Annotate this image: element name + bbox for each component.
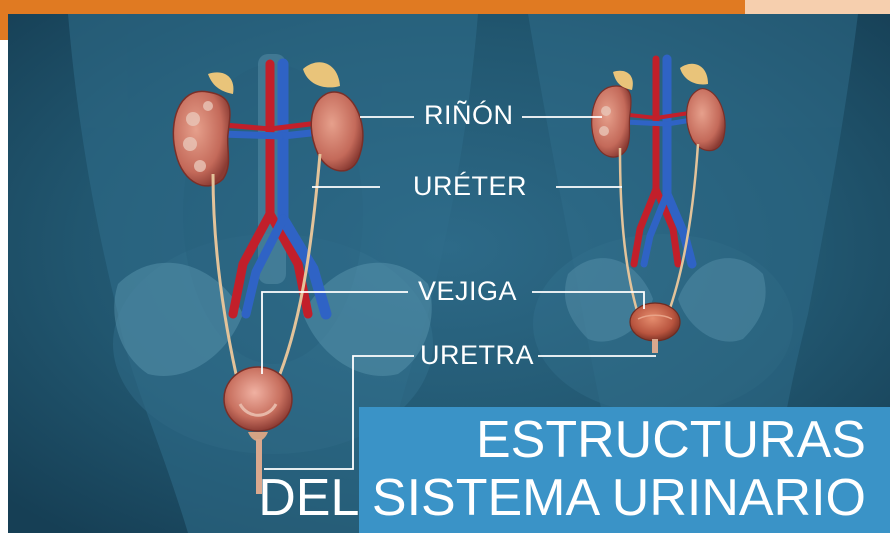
kidney-left-b [303, 62, 364, 172]
bladder-right [629, 302, 681, 353]
top-accent-bar [0, 0, 745, 14]
kidney-right-a [591, 70, 633, 158]
top-accent-bar-light [745, 0, 890, 14]
label-vejiga: VEJIGA [418, 276, 518, 306]
illustration-panel: RIÑÓN URÉTER VEJIGA URETRA ESTRUCTURAS D… [8, 14, 890, 533]
pelvis-left [114, 262, 432, 376]
title-line-1: ESTRUCTURAS [475, 411, 866, 469]
kidney-right-b [680, 63, 726, 152]
bladder-left [223, 366, 293, 494]
label-ureter: URÉTER [413, 171, 528, 201]
label-rinon: RIÑÓN [424, 100, 514, 130]
title-box: ESTRUCTURAS DEL SISTEMA URINARIO [258, 407, 890, 533]
label-uretra: URETRA [420, 340, 535, 370]
leader-lines [261, 116, 656, 470]
title-line-2: DEL SISTEMA URINARIO [258, 469, 866, 527]
female-urinary-system [591, 54, 726, 353]
left-margin [0, 40, 8, 533]
kidney-left-a [172, 72, 234, 187]
